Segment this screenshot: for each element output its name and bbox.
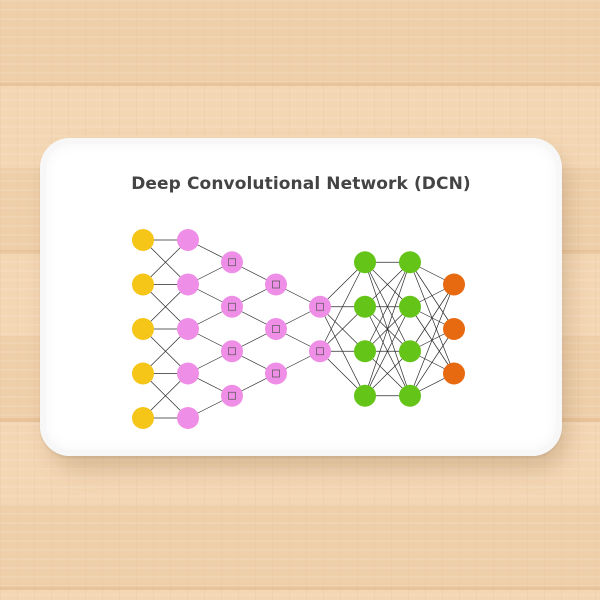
hidden-node [399,251,421,274]
connection-edge [364,306,411,396]
conv-node [265,273,287,296]
hidden-node [354,340,376,363]
output-node [443,318,465,340]
connection-edge [364,262,411,396]
input-node [132,229,154,251]
kernel-square-icon [272,369,280,378]
conv-node [265,318,287,340]
conv-node [177,407,199,429]
kernel-square-icon [228,258,236,267]
output-node [443,362,465,385]
kernel-square-icon [228,347,236,356]
conv-node [177,318,199,340]
output-node [443,273,465,296]
conv-node [177,229,199,251]
conv-node [221,384,243,407]
kernel-square-icon [316,347,324,356]
input-node [132,318,154,340]
input-node [132,273,154,296]
kernel-square-icon [316,302,324,311]
connection-edge [409,284,455,396]
conv-node [221,251,243,274]
kernel-square-icon [228,302,236,311]
conv-node [309,340,331,363]
connection-edge [409,328,455,396]
kernel-square-icon [272,325,280,333]
conv-node [177,273,199,296]
hidden-node [354,251,376,274]
kernel-square-icon [272,280,280,289]
connection-edge [319,262,366,352]
conv-node [221,340,243,363]
conv-node [221,295,243,318]
kernel-square-icon [228,391,236,400]
input-node [132,407,154,429]
bath-mat: Deep Convolutional Network (DCN) [40,138,562,456]
hidden-node [399,340,421,363]
connection-edge [364,262,411,352]
hidden-node [354,384,376,407]
hidden-node [354,295,376,318]
conv-node [265,362,287,385]
connection-edge [409,284,455,352]
hidden-node [399,295,421,318]
input-node [132,362,154,385]
hidden-node [399,384,421,407]
conv-node [177,362,199,385]
diagram-title: Deep Convolutional Network (DCN) [131,174,471,194]
network-diagram [132,229,465,429]
conv-node [309,295,331,318]
